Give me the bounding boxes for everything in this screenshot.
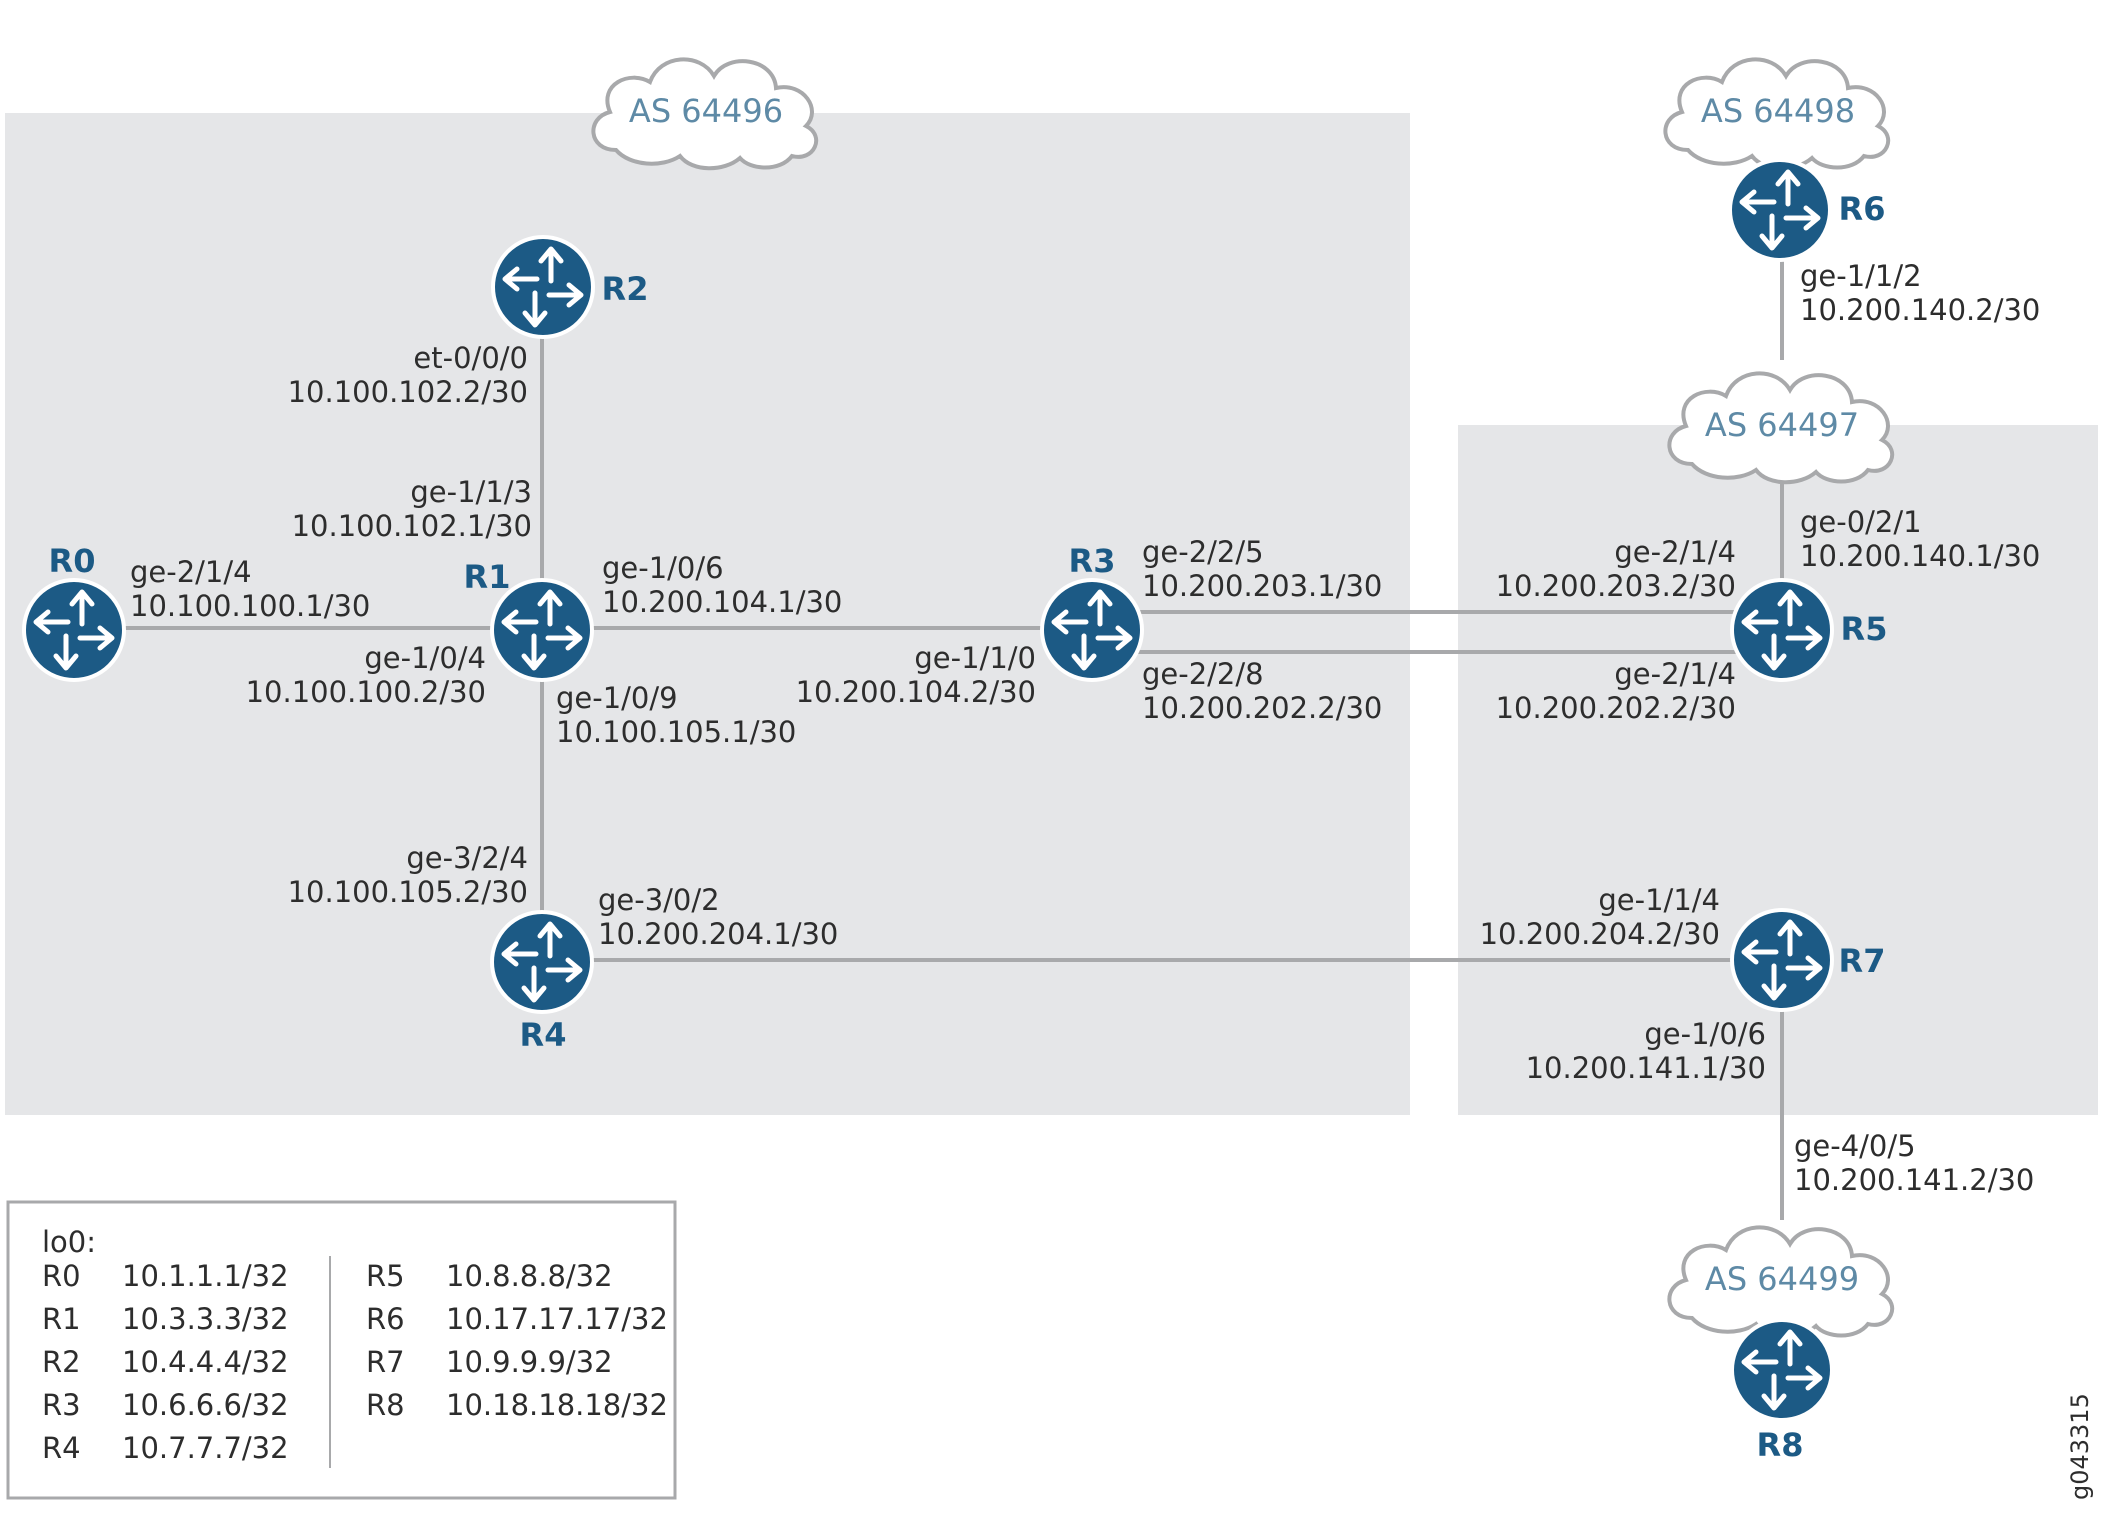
router-r8[interactable] (1732, 1320, 1832, 1420)
if-ip-r1-r3: 10.200.104.1/30 (602, 585, 842, 619)
interface-labels: et-0/0/0 10.100.102.2/30 ge-1/1/3 10.100… (130, 259, 2040, 1197)
if-name-r3-r5-a: ge-2/2/5 (1142, 535, 1264, 569)
if-ip-r5-r3-a: 10.200.203.2/30 (1496, 569, 1736, 603)
if-name-r5-r6: ge-0/2/1 (1800, 505, 1922, 539)
router-label-r5: R5 (1841, 610, 1888, 648)
if-name-r1-r0: ge-1/0/4 (364, 641, 486, 675)
if-name-r7-r8: ge-1/0/6 (1644, 1017, 1766, 1051)
router-label-r3: R3 (1069, 542, 1116, 580)
router-r7[interactable] (1732, 910, 1832, 1010)
legend-address: 10.3.3.3/32 (122, 1302, 289, 1336)
if-name-r5-r3-a: ge-2/1/4 (1614, 535, 1736, 569)
legend-title: lo0: (42, 1225, 96, 1259)
as-cloud-64499: AS 64499 (1667, 1225, 1895, 1339)
legend-router: R6 (366, 1302, 405, 1336)
figure-id: g043315 (2066, 1393, 2094, 1500)
if-ip-r2-r1: 10.100.102.2/30 (288, 375, 528, 409)
legend-address: 10.6.6.6/32 (122, 1388, 289, 1422)
router-icon (1732, 1320, 1832, 1420)
as-label: AS 64499 (1705, 1260, 1859, 1298)
legend-router: R5 (366, 1259, 405, 1293)
if-name-r7-r4: ge-1/1/4 (1598, 883, 1720, 917)
legend-address: 10.7.7.7/32 (122, 1431, 289, 1465)
router-icon (1042, 580, 1142, 680)
as-cloud-64498: AS 64498 (1663, 57, 1891, 171)
router-r2[interactable] (493, 237, 593, 337)
if-ip-r7-r4: 10.200.204.2/30 (1480, 917, 1720, 951)
as-label: AS 64496 (629, 92, 783, 130)
legend-router: R3 (42, 1388, 81, 1422)
legend-address: 10.9.9.9/32 (446, 1345, 613, 1379)
if-name-r5-r3-b: ge-2/1/4 (1614, 657, 1736, 691)
loopback-legend: lo0: R0 10.1.1.1/32 R1 10.3.3.3/32 R2 10… (6, 1200, 677, 1500)
as-cloud-64496: AS 64496 (591, 57, 819, 171)
legend-address: 10.18.18.18/32 (446, 1388, 668, 1422)
if-name-r0-r1: ge-2/1/4 (130, 555, 252, 589)
router-icon (493, 237, 593, 337)
if-name-r4-r1: ge-3/2/4 (406, 841, 528, 875)
as-label: AS 64498 (1701, 92, 1855, 130)
legend-address: 10.1.1.1/32 (122, 1259, 289, 1293)
legend-address: 10.17.17.17/32 (446, 1302, 668, 1336)
if-ip-r7-r8: 10.200.141.1/30 (1526, 1051, 1766, 1085)
if-ip-r1-r2: 10.100.102.1/30 (292, 509, 532, 543)
legend-address: 10.8.8.8/32 (446, 1259, 613, 1293)
if-ip-r4-r7: 10.200.204.1/30 (598, 917, 838, 951)
router-label-r6: R6 (1839, 190, 1886, 228)
legend-router: R8 (366, 1388, 405, 1422)
router-label-r4: R4 (520, 1016, 567, 1054)
router-r0[interactable] (24, 580, 124, 680)
router-label-r7: R7 (1839, 942, 1886, 980)
router-icon (24, 580, 124, 680)
if-name-r4-r7: ge-3/0/2 (598, 883, 720, 917)
legend-router: R4 (42, 1431, 81, 1465)
if-ip-r6-r5: 10.200.140.2/30 (1800, 293, 2040, 327)
legend-router: R1 (42, 1302, 81, 1336)
if-name-r8-r7: ge-4/0/5 (1794, 1129, 1916, 1163)
if-name-r3-r5-b: ge-2/2/8 (1142, 657, 1264, 691)
if-ip-r1-r4: 10.100.105.1/30 (556, 715, 796, 749)
if-name-r6-r5: ge-1/1/2 (1800, 259, 1922, 293)
router-label-r0: R0 (49, 542, 96, 580)
legend-router: R0 (42, 1259, 81, 1293)
if-ip-r5-r3-b: 10.200.202.2/30 (1496, 691, 1736, 725)
router-label-r2: R2 (602, 270, 649, 308)
if-ip-r3-r5-b: 10.200.202.2/30 (1142, 691, 1382, 725)
as-cloud-64497: AS 64497 (1667, 371, 1895, 485)
router-label-r8: R8 (1757, 1426, 1804, 1464)
router-r4[interactable] (492, 912, 592, 1012)
if-ip-r3-r5-a: 10.200.203.1/30 (1142, 569, 1382, 603)
if-ip-r1-r0: 10.100.100.2/30 (246, 675, 486, 709)
links (74, 210, 1784, 1220)
router-icon (492, 912, 592, 1012)
if-ip-r5-r6: 10.200.140.1/30 (1800, 539, 2040, 573)
if-ip-r3-r1: 10.200.104.2/30 (796, 675, 1036, 709)
router-icon (1732, 910, 1832, 1010)
router-r6[interactable] (1730, 160, 1830, 260)
if-ip-r0-r1: 10.100.100.1/30 (130, 589, 370, 623)
router-r5[interactable] (1732, 580, 1832, 680)
if-name-r2-r1: et-0/0/0 (413, 341, 528, 375)
if-name-r1-r4: ge-1/0/9 (556, 681, 678, 715)
if-ip-r4-r1: 10.100.105.2/30 (288, 875, 528, 909)
if-name-r1-r3: ge-1/0/6 (602, 551, 724, 585)
as-label: AS 64497 (1705, 406, 1859, 444)
router-label-r1: R1 (464, 558, 511, 596)
if-ip-r8-r7: 10.200.141.2/30 (1794, 1163, 2034, 1197)
legend-box (6, 1200, 677, 1500)
legend-router: R7 (366, 1345, 405, 1379)
router-r3[interactable] (1042, 580, 1142, 680)
legend-router: R2 (42, 1345, 81, 1379)
router-icon (1732, 580, 1832, 680)
router-icon (1730, 160, 1830, 260)
legend-address: 10.4.4.4/32 (122, 1345, 289, 1379)
if-name-r1-r2: ge-1/1/3 (410, 475, 532, 509)
if-name-r3-r1: ge-1/1/0 (914, 641, 1036, 675)
